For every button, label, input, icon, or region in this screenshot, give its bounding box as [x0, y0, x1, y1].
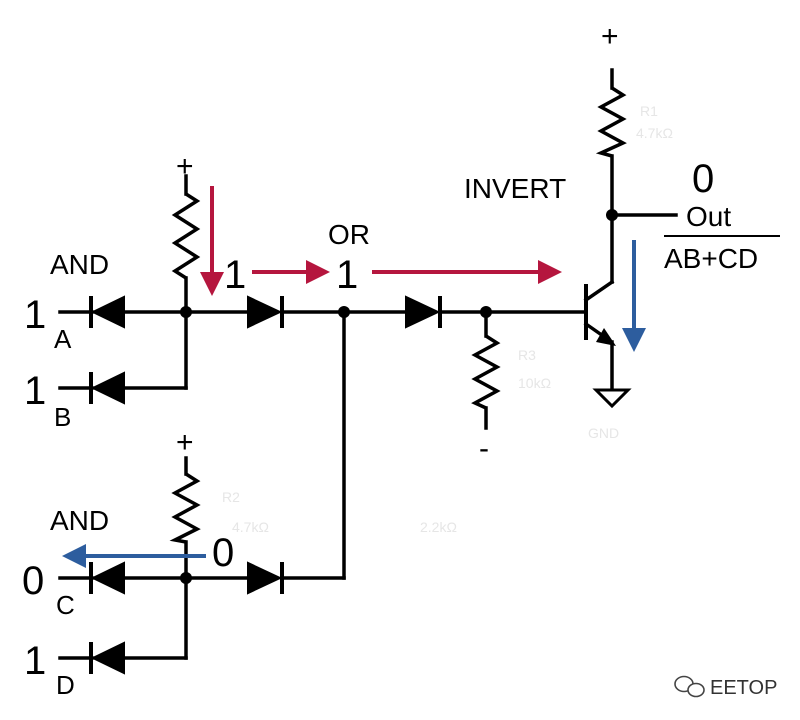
diode-input-d	[89, 641, 125, 675]
wechat-icon	[674, 675, 705, 698]
input-c-name: C	[56, 590, 75, 620]
plus-label-top: +	[176, 150, 194, 183]
svg-text:GND: GND	[588, 425, 619, 441]
or-label: OR	[328, 219, 370, 250]
svg-text:4.7kΩ: 4.7kΩ	[636, 125, 673, 141]
svg-text:R2: R2	[222, 489, 240, 505]
diode-input-b	[89, 371, 125, 405]
junction-dots	[180, 209, 618, 584]
diode-and-to-or-bottom	[247, 561, 284, 595]
collector-resistor	[595, 86, 627, 158]
diode-input-c	[89, 561, 125, 595]
watermark-text: EETOP	[710, 677, 777, 699]
wires	[58, 68, 678, 660]
faint-background-text: R1 4.7kΩ R3 10kΩ GND R2 4.7kΩ 2.2kΩ	[222, 103, 673, 535]
diode-input-a	[89, 295, 125, 329]
diode-or-to-transistor	[405, 295, 442, 329]
invert-label: INVERT	[464, 173, 566, 204]
signal-arrows	[62, 186, 646, 568]
output-expression: AB+CD	[664, 243, 758, 274]
npn-transistor	[583, 279, 616, 346]
svg-text:4.7kΩ: 4.7kΩ	[232, 519, 269, 535]
svg-text:10kΩ: 10kΩ	[518, 375, 551, 391]
diode-and-to-or-top	[247, 295, 284, 329]
and-label-top: AND	[50, 249, 109, 280]
plus-label-bottom: +	[176, 426, 194, 459]
plus-label-right: +	[601, 20, 619, 53]
input-a-value: 1	[24, 293, 46, 337]
pullup-resistor-top	[171, 192, 201, 280]
and-label-bottom: AND	[50, 505, 109, 536]
pullup-resistor-bottom	[169, 472, 201, 544]
out-label: Out	[686, 201, 731, 232]
pulldown-resistor	[471, 334, 501, 410]
and-top-output-value: 1	[224, 253, 246, 297]
watermark: EETOP	[674, 675, 777, 699]
minus-label: -	[479, 432, 489, 465]
svg-text:R1: R1	[640, 103, 658, 119]
ground-symbol	[592, 388, 632, 409]
input-b-value: 1	[24, 369, 46, 413]
svg-text:R3: R3	[518, 347, 536, 363]
circuit-output-value: 0	[692, 157, 714, 201]
or-output-value: 1	[336, 253, 358, 297]
input-c-value: 0	[22, 559, 44, 603]
input-d-name: D	[56, 670, 75, 700]
input-d-value: 1	[24, 639, 46, 683]
input-a-name: A	[54, 324, 72, 354]
and-bottom-output-value: 0	[212, 531, 234, 575]
svg-text:2.2kΩ: 2.2kΩ	[420, 519, 457, 535]
input-b-name: B	[54, 402, 71, 432]
